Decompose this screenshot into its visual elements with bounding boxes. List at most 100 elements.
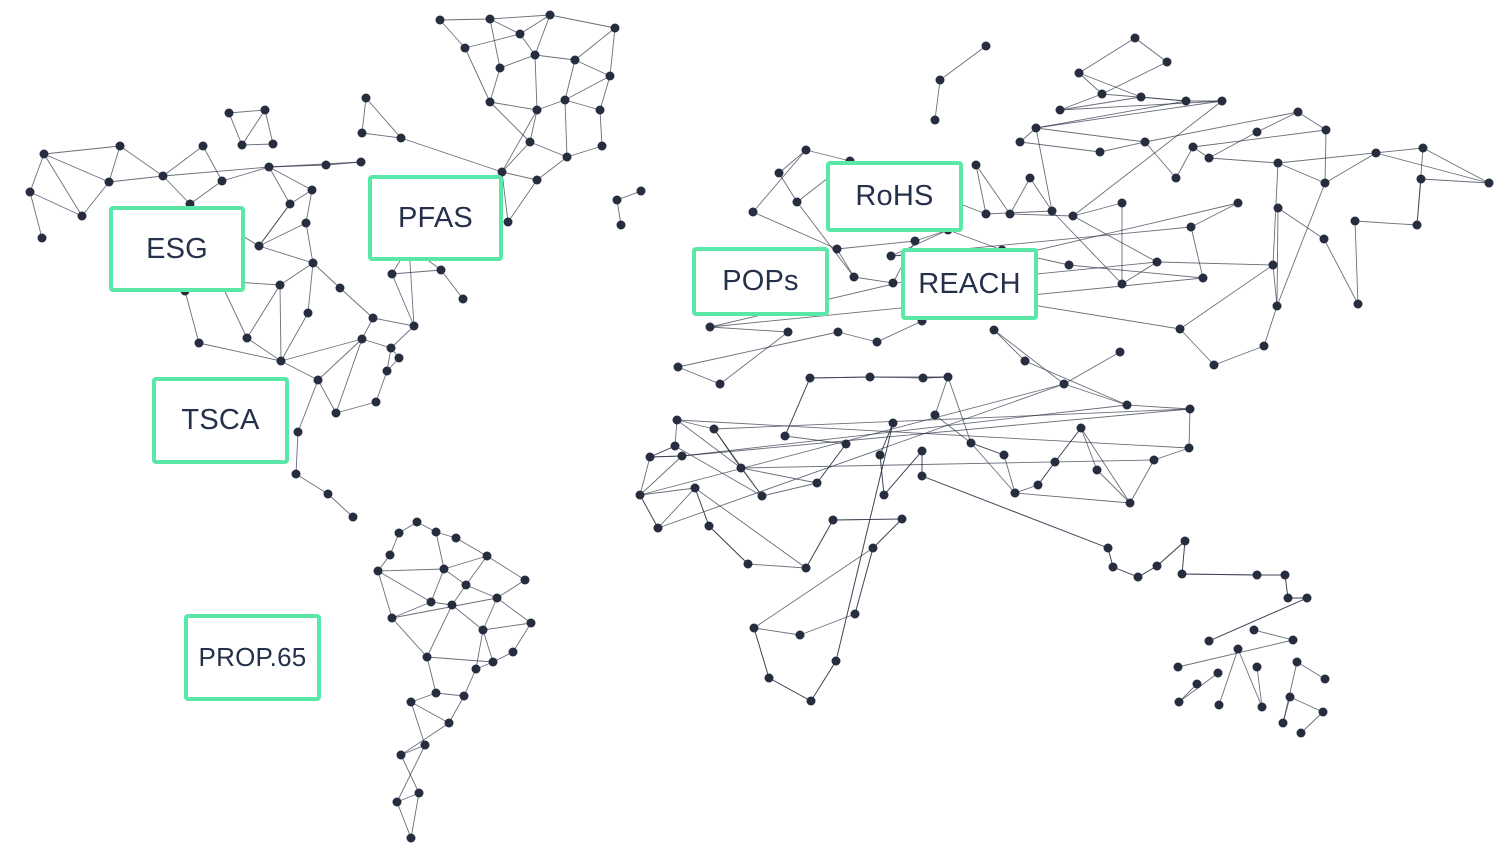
network-edge bbox=[377, 570, 393, 619]
network-node bbox=[276, 356, 286, 366]
network-edge bbox=[29, 153, 45, 193]
network-edge bbox=[639, 494, 659, 529]
network-node bbox=[431, 688, 441, 698]
network-edge bbox=[465, 584, 498, 599]
rohs-label: RoHS bbox=[855, 180, 934, 212]
network-node bbox=[1280, 570, 1290, 580]
network-edge bbox=[443, 555, 488, 570]
network-edge bbox=[361, 338, 392, 349]
network-edge bbox=[719, 331, 789, 385]
network-node bbox=[104, 177, 114, 187]
network-edge bbox=[837, 331, 878, 343]
network-node bbox=[392, 797, 402, 807]
network-edge bbox=[1009, 213, 1074, 217]
network-edge bbox=[1218, 648, 1239, 706]
network-node bbox=[77, 211, 87, 221]
network-node bbox=[460, 43, 470, 53]
network-node bbox=[1055, 105, 1065, 115]
network-node bbox=[981, 41, 991, 51]
network-node bbox=[1068, 211, 1078, 221]
network-node bbox=[849, 272, 859, 282]
network-node bbox=[1252, 570, 1262, 580]
network-edge bbox=[536, 156, 568, 181]
network-node bbox=[285, 199, 295, 209]
network-edge bbox=[189, 180, 223, 205]
network-edge bbox=[549, 14, 616, 29]
network-node bbox=[1185, 404, 1195, 414]
network-edge bbox=[335, 401, 377, 414]
network-edge bbox=[410, 792, 420, 839]
pops-label: POPs bbox=[722, 265, 799, 297]
network-node bbox=[508, 647, 518, 657]
network-edge bbox=[1179, 328, 1215, 366]
prop65-label-box: PROP.65 bbox=[184, 614, 321, 701]
network-edge bbox=[1078, 72, 1103, 95]
network-node bbox=[1249, 625, 1259, 635]
network-node bbox=[406, 697, 416, 707]
network-edge bbox=[295, 431, 299, 475]
network-node bbox=[1115, 347, 1125, 357]
network-edge bbox=[1035, 100, 1223, 129]
network-edge bbox=[327, 493, 354, 518]
network-edge bbox=[1188, 408, 1191, 449]
network-edge bbox=[970, 442, 1016, 494]
network-edge bbox=[1190, 202, 1239, 228]
network-edge bbox=[1051, 210, 1123, 285]
network-edge bbox=[1237, 648, 1263, 708]
network-node bbox=[1192, 679, 1202, 689]
network-edge bbox=[489, 18, 521, 35]
network-node bbox=[635, 490, 645, 500]
network-edge bbox=[268, 166, 291, 205]
network-node bbox=[357, 334, 367, 344]
network-node bbox=[764, 673, 774, 683]
network-node bbox=[917, 446, 927, 456]
network-edge bbox=[202, 145, 223, 182]
network-node bbox=[930, 410, 940, 420]
network-edge bbox=[657, 487, 696, 529]
network-edge bbox=[1213, 345, 1265, 366]
network-node bbox=[436, 265, 446, 275]
network-edge bbox=[890, 229, 949, 257]
network-node bbox=[335, 283, 345, 293]
network-node bbox=[612, 195, 622, 205]
network-node bbox=[1268, 260, 1278, 270]
network-node bbox=[715, 379, 725, 389]
network-edge bbox=[1208, 597, 1308, 642]
network-node bbox=[194, 338, 204, 348]
network-node bbox=[331, 408, 341, 418]
network-node bbox=[897, 514, 907, 524]
network-edge bbox=[1068, 264, 1204, 279]
network-edge bbox=[1420, 178, 1490, 184]
network-edge bbox=[934, 79, 941, 121]
network-edge bbox=[486, 555, 526, 581]
network-node bbox=[704, 521, 714, 531]
network-node bbox=[1257, 702, 1267, 712]
network-edge bbox=[529, 141, 568, 158]
pfas-label: PFAS bbox=[398, 201, 473, 234]
network-node bbox=[198, 141, 208, 151]
network-node bbox=[780, 431, 790, 441]
network-edge bbox=[496, 597, 532, 624]
network-edge bbox=[1121, 261, 1158, 285]
network-node bbox=[1130, 33, 1140, 43]
network-edge bbox=[325, 161, 362, 166]
network-node bbox=[412, 517, 422, 527]
network-edge bbox=[228, 112, 243, 146]
network-edge bbox=[396, 801, 412, 839]
network-node bbox=[743, 559, 753, 569]
network-edge bbox=[501, 141, 531, 173]
network-node bbox=[420, 740, 430, 750]
network-edge bbox=[426, 604, 453, 658]
network-edge bbox=[1324, 129, 1327, 184]
esg-label: ESG bbox=[146, 232, 208, 265]
network-edge bbox=[876, 320, 923, 343]
network-edge bbox=[564, 99, 601, 111]
network-node bbox=[1319, 234, 1329, 244]
network-edge bbox=[1297, 111, 1327, 131]
network-edge bbox=[108, 145, 121, 183]
network-node bbox=[1059, 379, 1069, 389]
network-node bbox=[1272, 301, 1282, 311]
network-edge bbox=[268, 164, 327, 168]
network-node bbox=[1278, 718, 1288, 728]
network-edge bbox=[198, 342, 282, 362]
